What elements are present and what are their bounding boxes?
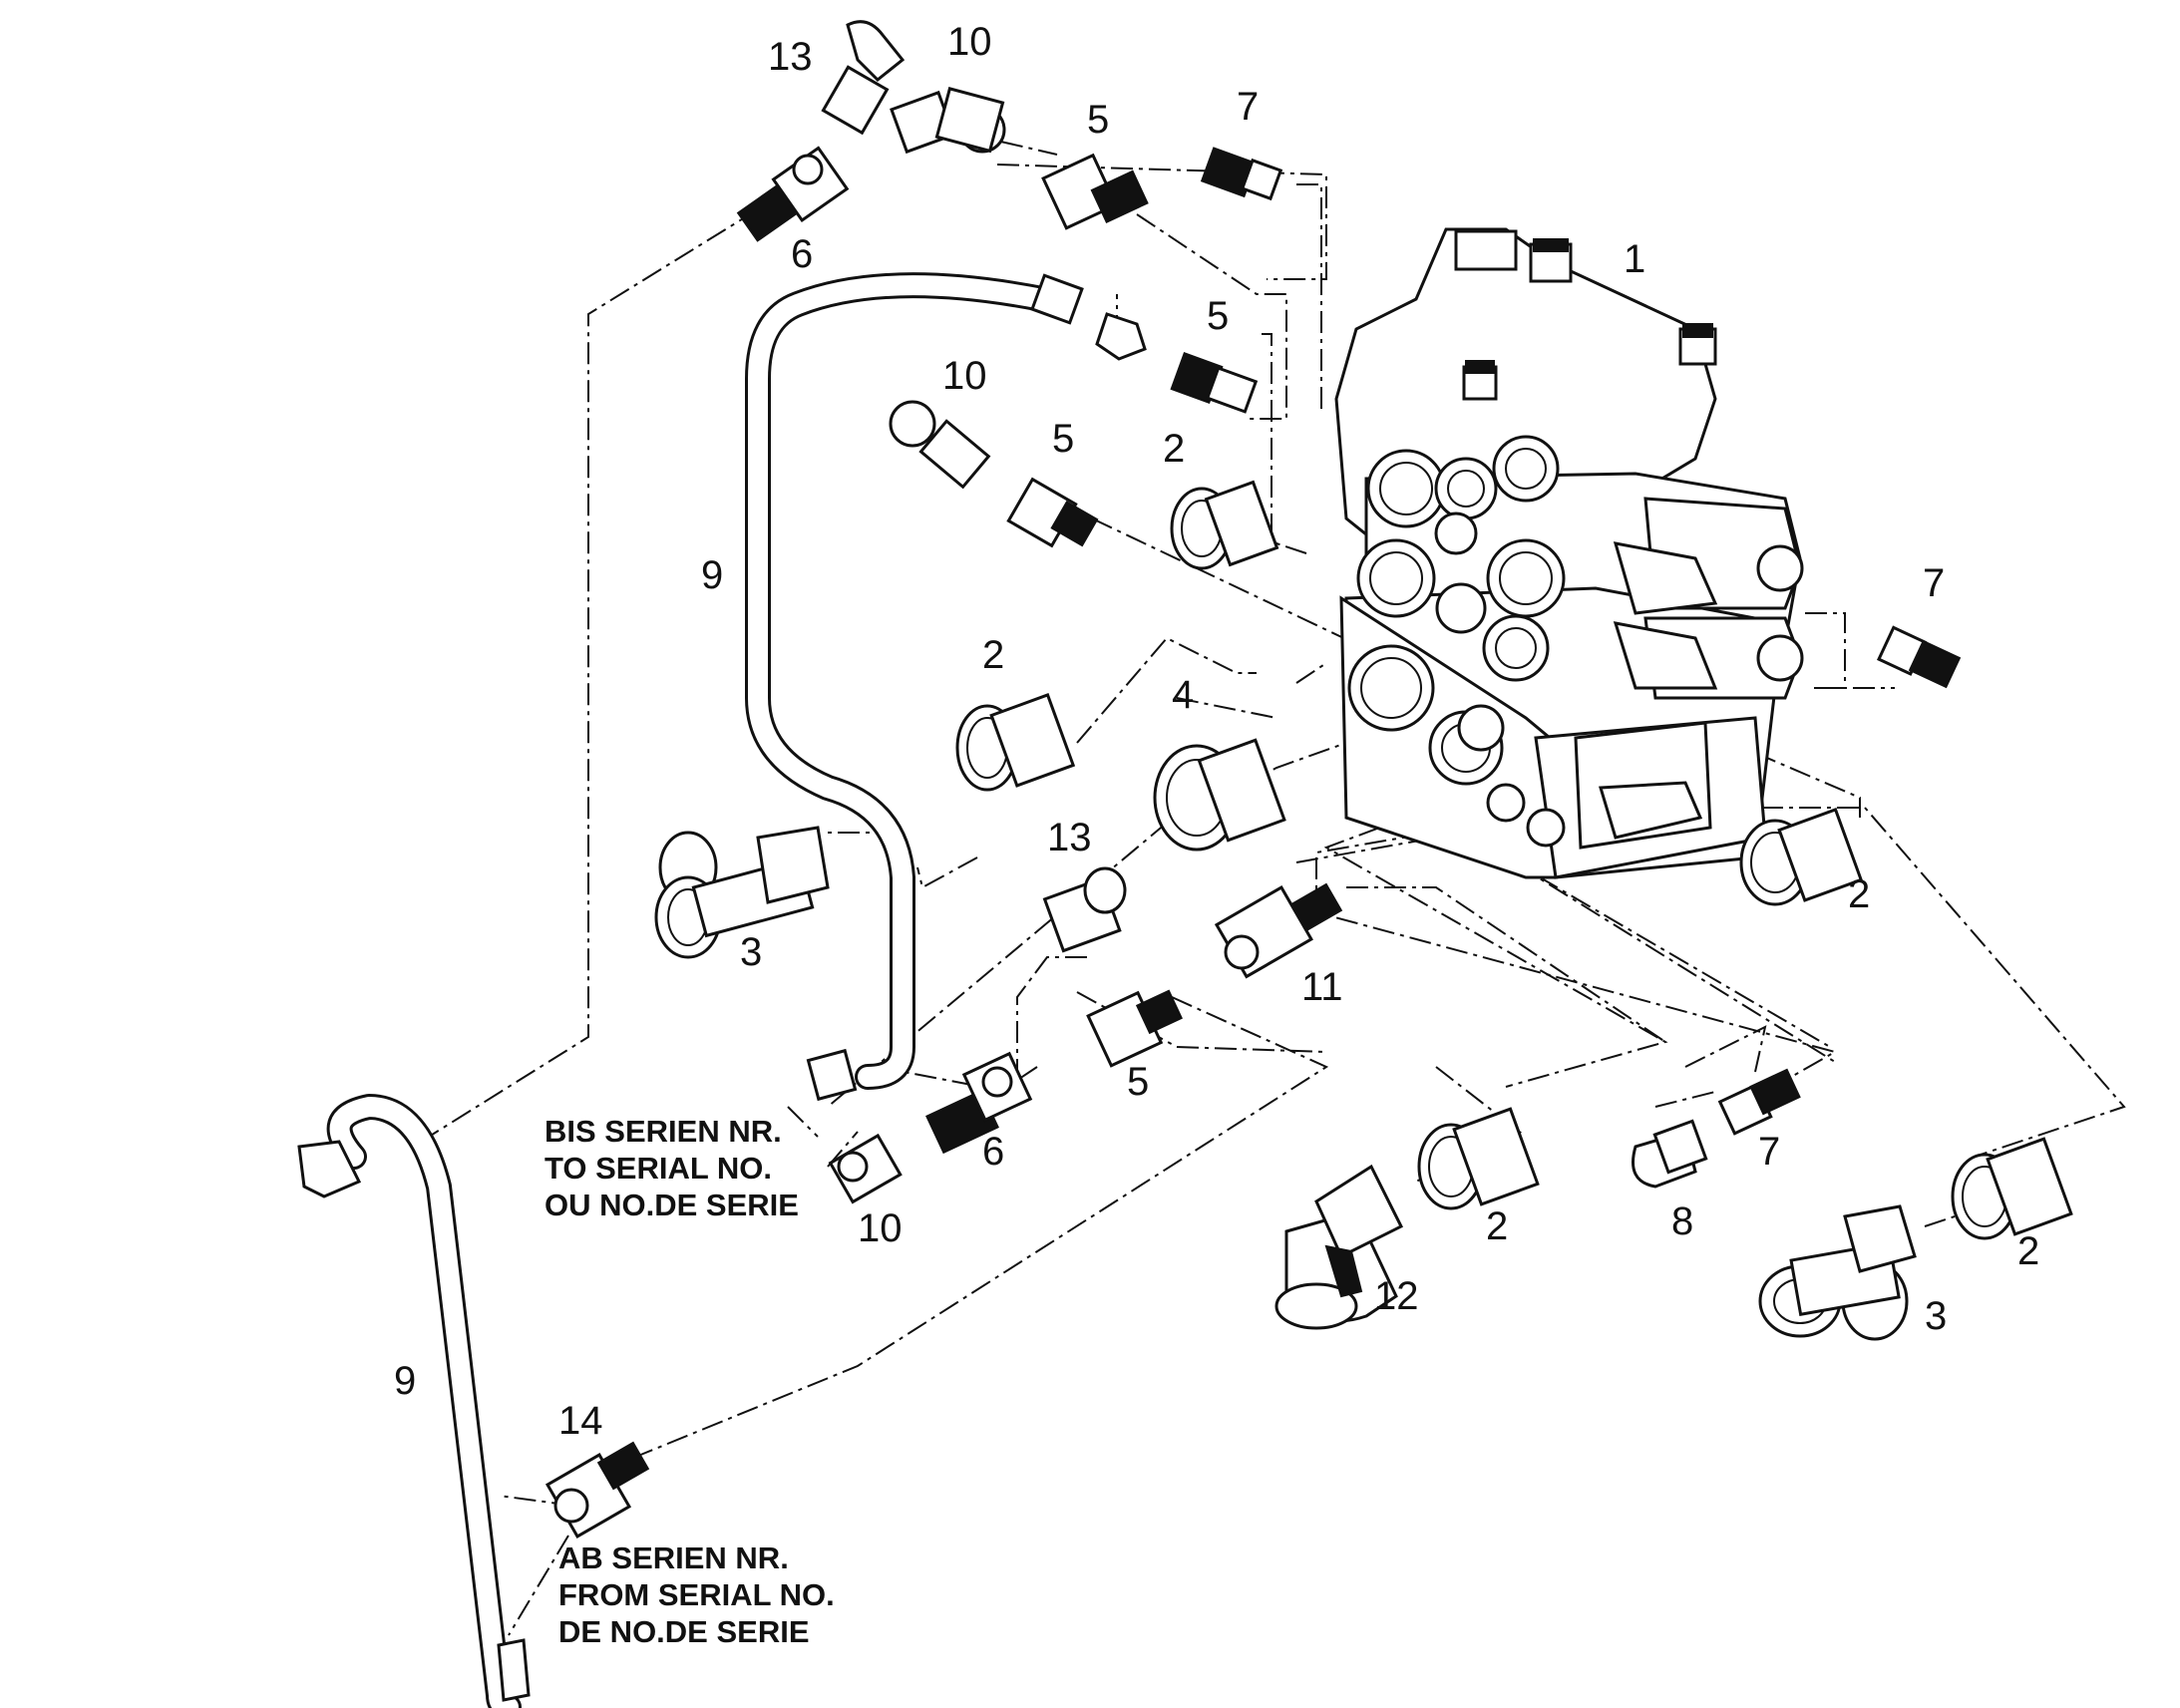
part-6-upper: [736, 146, 850, 242]
callout-5: 5: [1127, 1060, 1149, 1104]
callout-12: 12: [1374, 1274, 1419, 1318]
note-from-serial: AB SERIEN NR. FROM SERIAL NO. DE NO.DE S…: [558, 1540, 835, 1649]
callout-7: 7: [1237, 85, 1259, 129]
part-6-lower: [925, 1051, 1033, 1155]
part-3-right-tee: [1758, 1204, 1917, 1341]
note-from-serial-line-1: AB SERIEN NR.: [558, 1540, 789, 1575]
part-5-lower: [1086, 989, 1183, 1068]
callout-8: 8: [1671, 1199, 1693, 1243]
callout-14: 14: [558, 1399, 603, 1443]
callout-6: 6: [982, 1130, 1004, 1174]
part-2-far-right: [1951, 1137, 2073, 1240]
hose-lower: [297, 1094, 531, 1708]
callout-1: 1: [1624, 237, 1645, 281]
part-14-fitting: [545, 1441, 650, 1539]
note-to-serial-line-1: BIS SERIEN NR.: [545, 1114, 782, 1149]
note-from-serial-line-2: FROM SERIAL NO.: [558, 1577, 835, 1612]
callout-6: 6: [791, 232, 813, 276]
part-3-left-tee: [654, 826, 830, 959]
callout-2: 2: [1486, 1204, 1508, 1248]
part-13-upper: [821, 20, 906, 136]
callout-10: 10: [947, 20, 992, 64]
note-to-serial-line-2: TO SERIAL NO.: [545, 1151, 772, 1186]
part-2-right: [1739, 808, 1864, 906]
part-8-cap: [1632, 1119, 1708, 1189]
part-13-lower: [1042, 866, 1127, 953]
callout-9: 9: [701, 553, 723, 597]
callout-5: 5: [1087, 98, 1109, 142]
part-12-elbow: [1274, 1164, 1404, 1330]
part-7-upper: [1200, 147, 1283, 201]
callout-2: 2: [1848, 872, 1870, 916]
callout-3: 3: [1925, 1294, 1947, 1338]
note-to-serial: BIS SERIEN NR. TO SERIAL NO. OU NO.DE SE…: [545, 1114, 799, 1222]
part-5-mid: [1170, 352, 1259, 414]
part-10-lower: [828, 1133, 903, 1204]
part-10-mid: [889, 400, 991, 490]
callout-11: 11: [1301, 965, 1343, 1009]
callout-10: 10: [942, 354, 987, 398]
part-2-left: [955, 693, 1076, 792]
part-2-lower-mid: [1417, 1107, 1540, 1210]
callout-7: 7: [1923, 561, 1945, 605]
callout-2: 2: [982, 633, 1004, 677]
part-11-connector: [1214, 882, 1343, 979]
part-7-right: [1876, 625, 1962, 689]
part-4-adapter: [1153, 738, 1286, 852]
callout-10: 10: [858, 1206, 903, 1250]
callout-2: 2: [2017, 1229, 2039, 1273]
part-2-upper: [1170, 480, 1279, 570]
part-5-left: [1006, 477, 1099, 548]
callout-9: 9: [394, 1359, 416, 1403]
callout-numbers: 13 10 5 7 6 1 5 10 5 2 9 7 2 4 13 3 2 11…: [394, 20, 2039, 1443]
part-5-upper: [1041, 153, 1149, 230]
part-7-lower: [1717, 1068, 1801, 1136]
part-10-upper: [890, 87, 1006, 155]
callout-5: 5: [1207, 294, 1229, 338]
note-to-serial-line-3: OU NO.DE SERIE: [545, 1188, 799, 1222]
control-valve-block: [1334, 227, 1804, 879]
callout-5: 5: [1052, 417, 1074, 461]
note-from-serial-line-3: DE NO.DE SERIE: [558, 1614, 810, 1649]
callout-13: 13: [768, 35, 813, 79]
callout-3: 3: [740, 930, 762, 974]
callout-4: 4: [1172, 673, 1194, 717]
callout-7: 7: [1758, 1130, 1780, 1174]
callout-13: 13: [1047, 816, 1092, 859]
callout-2: 2: [1163, 427, 1185, 471]
hose-upper: [745, 272, 1147, 1102]
